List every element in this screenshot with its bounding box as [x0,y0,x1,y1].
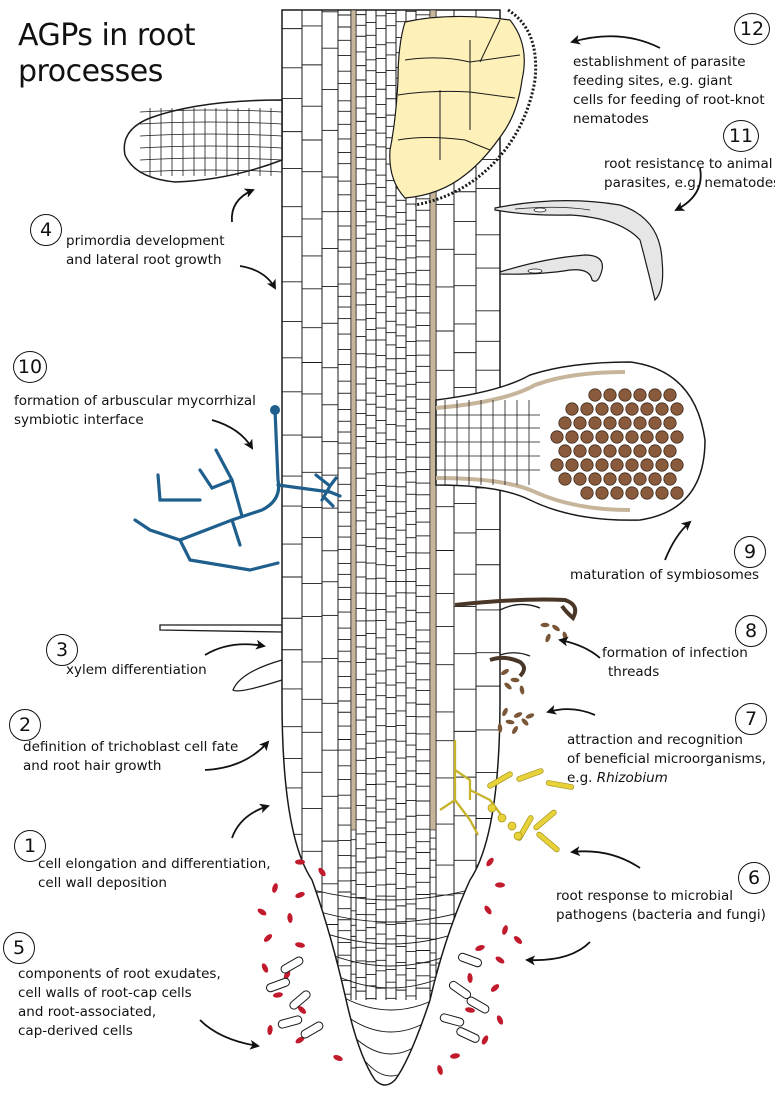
process-number-1: 1 [14,830,46,862]
process-number-8: 8 [735,615,767,647]
process-number-3: 3 [46,634,78,666]
arrow-10 [211,419,254,450]
lateral-root [123,99,283,183]
arrow-8 [558,636,601,659]
arrow-5-left [199,1019,260,1050]
fungal-pathogen [439,740,506,836]
root-outline [281,9,501,1086]
arrow-11 [674,167,702,211]
border-cells [265,952,490,1043]
figure-title: AGPs in root processes [18,18,196,89]
process-number-5: 5 [3,932,35,964]
mycorrhizal-hypha [133,408,342,572]
process-number-9: 9 [734,536,766,568]
rhizobium-cells [497,622,568,735]
rhizobium-italic: Rhizobium [596,770,668,786]
process-label-4: primordia development and lateral root g… [66,233,225,268]
bacterial-pathogens [487,768,575,853]
process-label-1: cell elongation and differentiation, cel… [38,856,271,891]
spore [270,405,280,415]
process-number-2: 2 [9,709,41,741]
giant-cell-feeding-site [389,8,538,207]
process-label-11: root resistance to animal parasites, e.g… [604,156,775,191]
process-label-5: components of root exudates, cell walls … [18,966,221,1039]
nematodes [494,200,664,302]
process-label-12: establishment of parasite feeding sites,… [573,54,765,127]
process-label-3: xylem differentiation [66,662,207,678]
root-exudate-cells [257,857,523,1075]
arrow-1 [231,803,270,839]
phloem-strand-left [350,10,357,831]
arrow-5-right [525,941,591,966]
process-label-6: root response to microbial pathogens (ba… [556,888,766,923]
arrow-2 [204,740,270,771]
process-number-11: 11 [723,120,759,152]
process-number-6: 6 [738,862,770,894]
process-label-7: attraction and recognition of beneficial… [567,732,767,786]
arrow-12 [570,35,661,49]
infection-threads [454,597,578,678]
arrow-4-up [230,188,255,223]
process-label-9: maturation of symbiosomes [570,567,760,583]
root-nodule [435,361,706,521]
process-label-8: formation of infection threads [602,645,748,680]
root-hairs [159,603,541,692]
arrow-4-down [239,265,276,290]
process-number-12: 12 [734,13,770,45]
primary-root [281,9,501,1086]
arrow-6 [570,846,641,869]
arrow-9 [664,520,692,561]
annotation-arrows [199,35,702,1050]
arrow-3 [204,639,266,656]
process-label-2: definition of trichoblast cell fate and … [23,739,239,774]
process-number-10: 10 [13,351,47,383]
arrow-7 [546,705,596,716]
process-number-4: 4 [30,214,62,246]
process-label-10: formation of arbuscular mycorrhizal symb… [14,393,256,428]
process-number-7: 7 [735,703,767,735]
